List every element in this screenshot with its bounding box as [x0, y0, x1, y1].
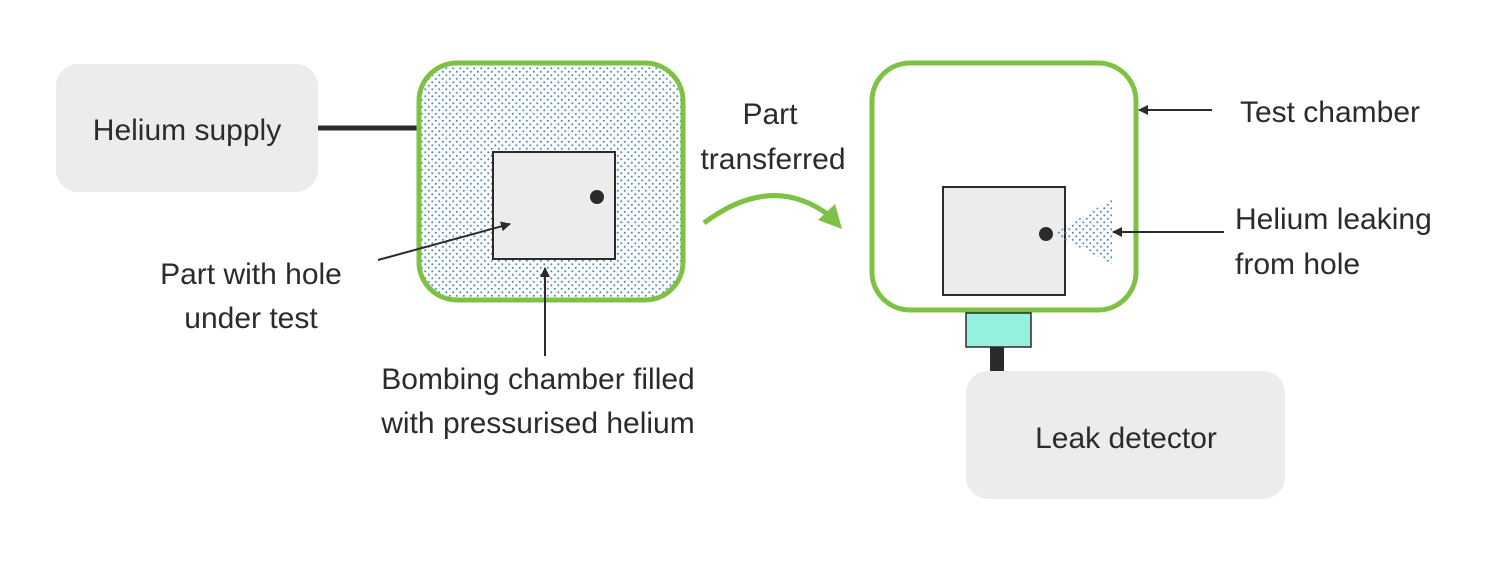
part-transferred-label-line1: Part: [742, 98, 798, 131]
part-transferred-arrowhead: [818, 204, 842, 229]
helium-supply-box: [56, 64, 318, 192]
part-with-hole-label-line1: Part with hole: [160, 258, 342, 291]
part-transferred-label-line2: transferred: [700, 143, 845, 176]
part-with-hole-arrow: [377, 221, 511, 261]
test-chamber-label: Test chamber: [1240, 96, 1420, 129]
part-hole-dot: [590, 190, 604, 204]
part-under-test-bombing: [492, 151, 616, 260]
helium-leaking-label-line1: Helium leaking: [1235, 203, 1432, 236]
leaking-hole-dot: [1039, 227, 1053, 241]
part-with-hole-label-line2: under test: [184, 302, 318, 335]
helium-leak-plume: [1053, 199, 1112, 264]
bombing-chamber-label-line2: with pressurised helium: [380, 407, 694, 440]
sensor-connector: [990, 347, 1004, 372]
part-under-test-test-chamber: [942, 186, 1066, 296]
bombing-chamber-label-line1: Bombing chamber filled: [381, 363, 695, 396]
helium-leaking-label-line2: from hole: [1235, 248, 1360, 281]
leak-sensor: [965, 312, 1032, 348]
leak-detector-label: Leak detector: [1035, 422, 1217, 455]
helium-supply-label: Helium supply: [93, 114, 281, 147]
leak-detector-box: [966, 371, 1285, 499]
part-transferred-arrow: [702, 193, 832, 226]
